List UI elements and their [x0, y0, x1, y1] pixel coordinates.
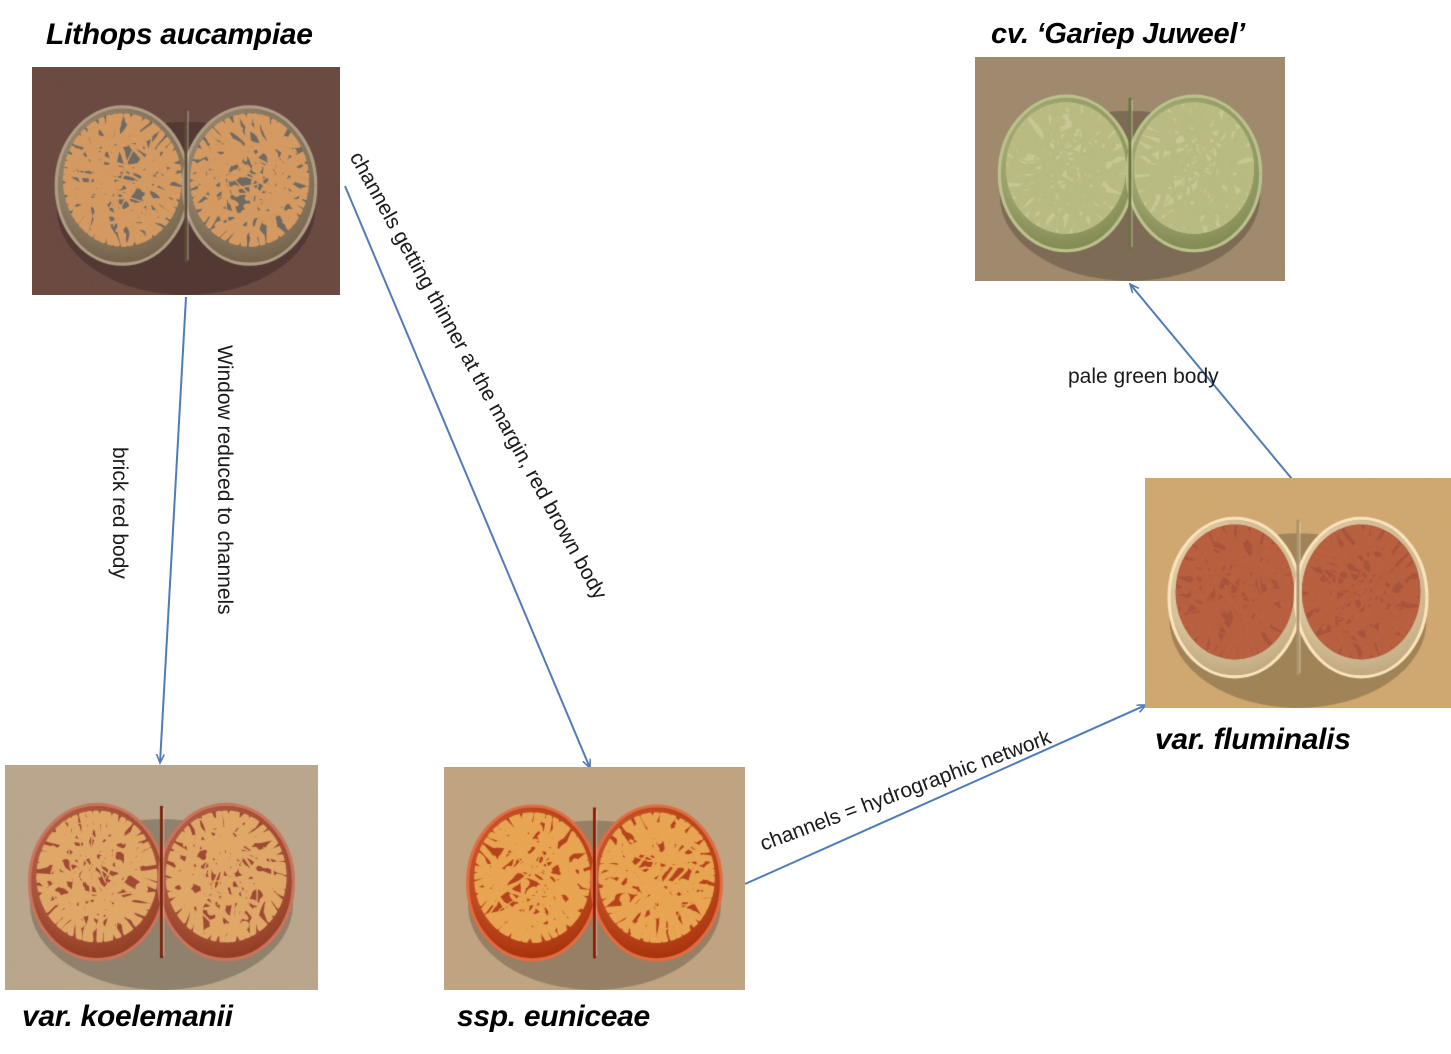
annotation-channels-thinner: channels getting thinner at the margin, …	[344, 148, 612, 604]
photo-lithops-aucampiae	[32, 67, 340, 295]
photo-canvas-ssp-euniceae	[444, 767, 745, 990]
photo-ssp-euniceae	[444, 767, 745, 990]
label-lithops-aucampiae: Lithops aucampiae	[46, 18, 313, 51]
photo-var-koelemanii	[5, 765, 318, 990]
label-var-fluminalis: var. fluminalis	[1155, 723, 1351, 756]
annotation-hydrographic-network: channels = hydrographic network	[757, 725, 1055, 856]
arrow-aucampiae-to-euniceae	[344, 185, 590, 768]
arrow-aucampiae-to-koelemanii	[160, 296, 187, 763]
photo-canvas-gariep-juweel	[975, 57, 1285, 281]
annotation-window-reduced: Window reduced to channels	[213, 345, 236, 615]
photo-canvas-var-koelemanii	[5, 765, 318, 990]
photo-gariep-juweel	[975, 57, 1285, 281]
photo-canvas-lithops-aucampiae	[32, 67, 340, 295]
annotation-pale-green-body: pale green body	[1068, 365, 1219, 388]
photo-var-fluminalis	[1145, 478, 1451, 708]
photo-canvas-var-fluminalis	[1145, 478, 1451, 708]
annotation-brick-red-body: brick red body	[108, 447, 131, 579]
label-gariep-juweel: cv. ‘Gariep Juweel’	[991, 18, 1245, 50]
label-ssp-euniceae: ssp. euniceae	[457, 1000, 650, 1033]
arrow-euniceae-to-fluminalis	[744, 704, 1146, 885]
label-var-koelemanii: var. koelemanii	[22, 1000, 233, 1033]
